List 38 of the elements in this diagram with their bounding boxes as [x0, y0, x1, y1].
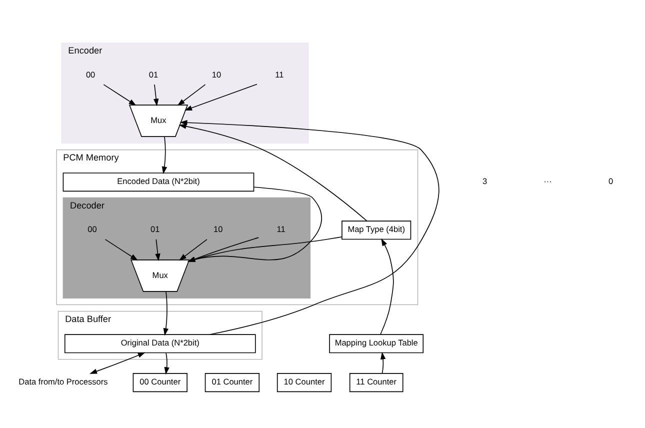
- arrow: [90, 352, 146, 374]
- node-box: 10 Counter: [276, 373, 332, 392]
- node-text: Data from/to Processors: [18, 378, 108, 387]
- node-box: Mapping Lookup Table: [329, 334, 424, 354]
- node-text: 01: [150, 225, 160, 234]
- node-text: 10: [212, 70, 222, 80]
- node-text: 10: [214, 225, 223, 234]
- node-box: Map Type (4bit): [342, 220, 412, 240]
- arrow: [180, 120, 440, 335]
- label: 3: [482, 177, 488, 186]
- arrow: [380, 352, 386, 374]
- node-box: 01 Counter: [204, 373, 260, 392]
- arrow: [155, 239, 160, 262]
- node-text: 00: [86, 70, 96, 80]
- node-text: 11: [276, 225, 286, 234]
- arrow: [103, 84, 136, 106]
- node-text: 01: [148, 70, 158, 80]
- arrow: [163, 291, 168, 336]
- node-box: Encoded Data (N*2bit): [62, 172, 254, 192]
- label: 0: [608, 177, 614, 186]
- arrow: [380, 238, 394, 335]
- node-text: 11: [275, 70, 284, 80]
- label: ···: [544, 177, 552, 186]
- arrow: [178, 239, 208, 261]
- arrow: [177, 84, 206, 106]
- arrow: [184, 84, 258, 111]
- arrow: [187, 237, 260, 262]
- node-box: 00 Counter: [132, 373, 188, 392]
- node-text: 00: [88, 225, 97, 234]
- arrow: [188, 236, 342, 262]
- node-box: 11 Counter: [349, 373, 404, 392]
- arrow: [164, 352, 170, 375]
- arrow: [162, 136, 168, 174]
- node-box: Original Data (N*2bit): [64, 334, 256, 354]
- arrow: [153, 84, 159, 106]
- arrow: [104, 239, 138, 261]
- arrow: [188, 186, 322, 262]
- arrow: [178, 124, 368, 222]
